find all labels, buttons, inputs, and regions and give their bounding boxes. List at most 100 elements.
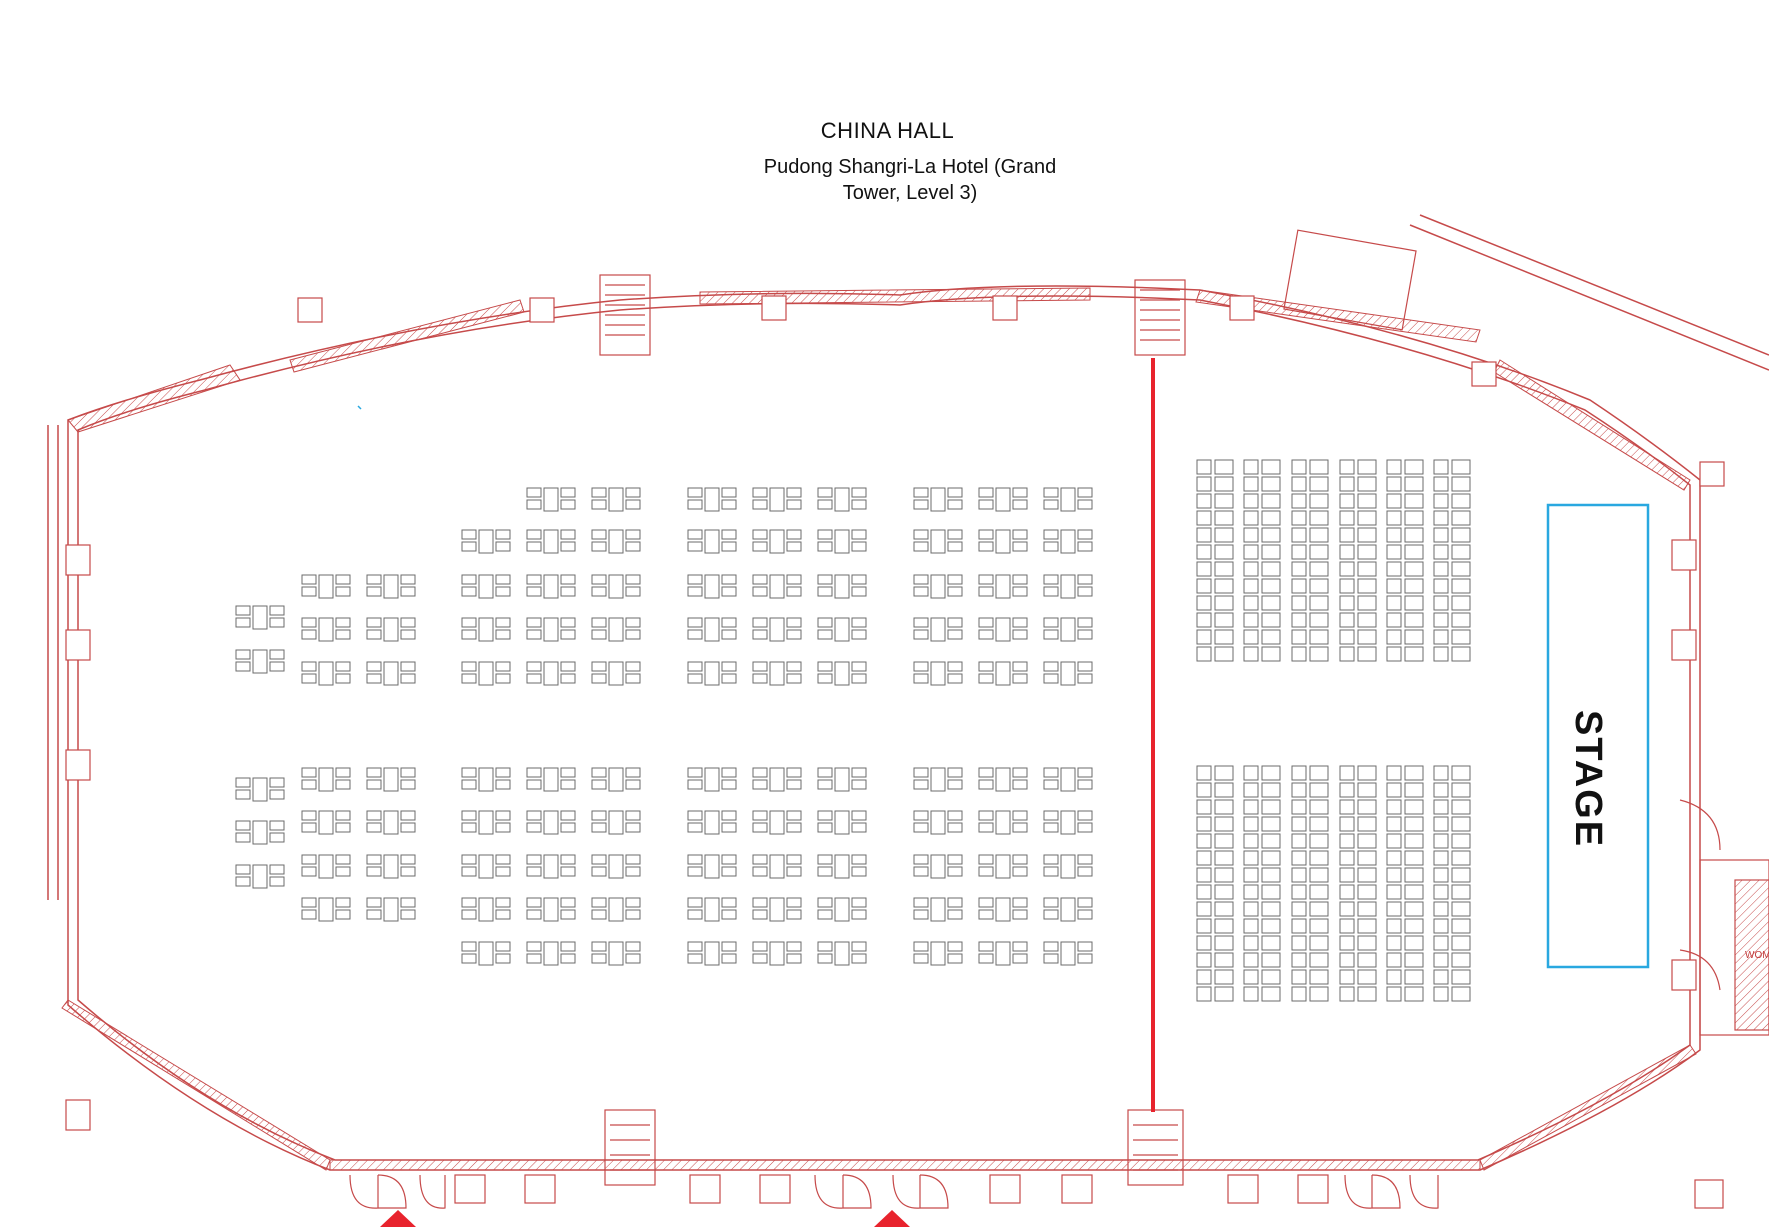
theatre-seat [1196, 578, 1212, 594]
theatre-seat [1214, 833, 1234, 849]
theatre-seat [1196, 918, 1212, 934]
theatre-seat [1451, 969, 1471, 985]
table-unit [591, 487, 641, 512]
theatre-seat [1386, 884, 1402, 900]
theatre-seat [1309, 510, 1329, 526]
theatre-seat [1196, 867, 1212, 883]
theatre-seat [1433, 782, 1449, 798]
theatre-seat [1404, 952, 1424, 968]
theatre-seat [1214, 595, 1234, 611]
theatre-seat [1261, 544, 1281, 560]
table-unit [978, 487, 1028, 512]
theatre-seat [1243, 918, 1259, 934]
theatre-seat [1261, 595, 1281, 611]
theatre-seat [1451, 850, 1471, 866]
theatre-seat [1243, 629, 1259, 645]
theatre-seat [1451, 544, 1471, 560]
theatre-seat [1196, 510, 1212, 526]
theatre-seat [1196, 629, 1212, 645]
theatre-seat [1357, 459, 1377, 475]
theatre-seat [1404, 867, 1424, 883]
table-unit [591, 767, 641, 792]
theatre-seat [1243, 850, 1259, 866]
theatre-seat [1214, 612, 1234, 628]
theatre-seat [1451, 782, 1471, 798]
theatre-seat [1196, 459, 1212, 475]
table-unit [817, 810, 867, 835]
theatre-seat [1357, 918, 1377, 934]
table-unit [752, 767, 802, 792]
theatre-seat [1386, 476, 1402, 492]
theatre-seat [1243, 884, 1259, 900]
theatre-seat [1386, 952, 1402, 968]
table-unit [526, 897, 576, 922]
theatre-seat [1309, 969, 1329, 985]
theatre-seat [1404, 986, 1424, 1002]
theatre-seat [1357, 527, 1377, 543]
theatre-seat [1357, 867, 1377, 883]
theatre-seat [1451, 595, 1471, 611]
table-unit [817, 941, 867, 966]
theatre-seat [1451, 510, 1471, 526]
theatre-seat [1309, 527, 1329, 543]
theatre-seat [1291, 527, 1307, 543]
table-unit [526, 854, 576, 879]
table-unit [1043, 810, 1093, 835]
theatre-seat [1309, 629, 1329, 645]
theatre-seat [1357, 799, 1377, 815]
theatre-seat [1404, 782, 1424, 798]
theatre-seat [1339, 918, 1355, 934]
theatre-seat [1243, 476, 1259, 492]
theatre-seat [1451, 476, 1471, 492]
theatre-seat [1433, 476, 1449, 492]
theatre-seat [1291, 799, 1307, 815]
table-unit [913, 617, 963, 642]
theatre-seat [1451, 646, 1471, 662]
theatre-seat [1357, 935, 1377, 951]
theatre-seat [1309, 578, 1329, 594]
table-unit [913, 661, 963, 686]
theatre-seat [1196, 799, 1212, 815]
table-unit [461, 941, 511, 966]
theatre-seat [1196, 595, 1212, 611]
theatre-seat [1339, 765, 1355, 781]
theatre-seat [1214, 918, 1234, 934]
table-unit [461, 574, 511, 599]
theatre-seat [1386, 544, 1402, 560]
table-unit [687, 617, 737, 642]
theatre-seat [1243, 816, 1259, 832]
table-unit [687, 574, 737, 599]
theatre-seat [1243, 493, 1259, 509]
theatre-seat [1291, 833, 1307, 849]
theatre-seat [1243, 612, 1259, 628]
theatre-seat [1196, 952, 1212, 968]
theatre-seat [1309, 799, 1329, 815]
theatre-seat [1261, 527, 1281, 543]
table-unit [687, 941, 737, 966]
theatre-seat [1339, 578, 1355, 594]
theatre-seat [1214, 782, 1234, 798]
theatre-seat [1309, 833, 1329, 849]
theatre-seat [1309, 850, 1329, 866]
theatre-seat [1261, 884, 1281, 900]
theatre-seat [1404, 918, 1424, 934]
table-unit [526, 574, 576, 599]
entrance-arrow-icon [380, 1210, 910, 1227]
theatre-seat [1433, 612, 1449, 628]
theatre-seat [1214, 867, 1234, 883]
theatre-seat [1386, 765, 1402, 781]
door-icon [349, 799, 1721, 1209]
theatre-seat [1261, 629, 1281, 645]
theatre-seat [1404, 612, 1424, 628]
table-unit [913, 529, 963, 554]
table-unit [591, 574, 641, 599]
theatre-seat [1386, 782, 1402, 798]
theatre-seat [1291, 578, 1307, 594]
table-unit [752, 529, 802, 554]
table-unit [461, 810, 511, 835]
theatre-seat [1339, 782, 1355, 798]
table-unit [817, 854, 867, 879]
theatre-seat [1386, 850, 1402, 866]
stage-label: STAGE [1567, 710, 1609, 849]
